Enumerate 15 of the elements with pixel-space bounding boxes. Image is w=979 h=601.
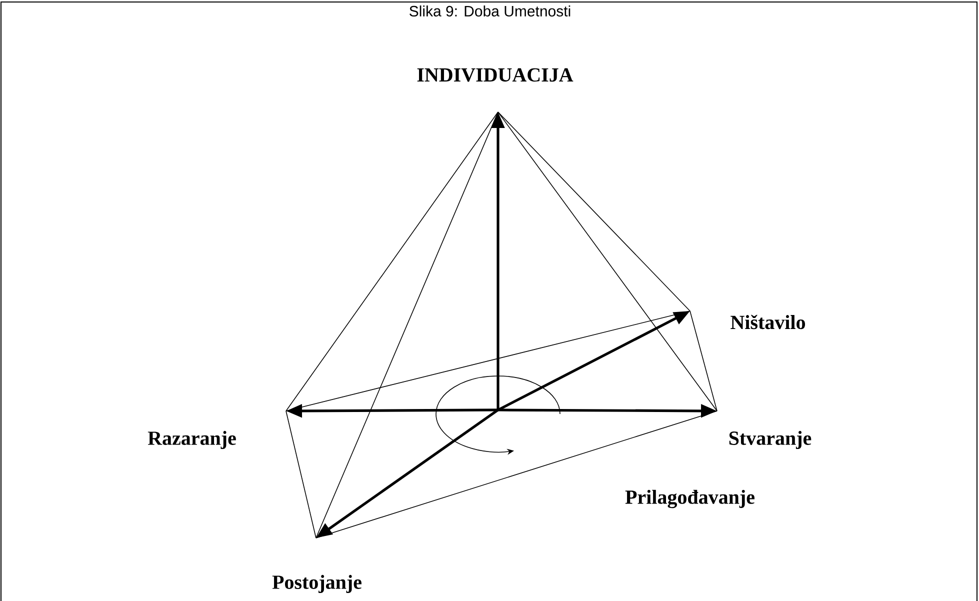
line (286, 410, 316, 538)
line (316, 112, 498, 538)
line (286, 112, 498, 412)
axis-label: Ništavilo (730, 314, 806, 330)
title: Slika 9: Doba Umetnosti (410, 5, 570, 16)
axis-label: Razaranje (148, 430, 236, 450)
line (286, 310, 690, 412)
line (498, 112, 718, 412)
line (690, 310, 718, 412)
axis-label: Stvaranje (729, 430, 812, 450)
axis-label: INDIVIDUACIJA (417, 68, 574, 82)
axis-label: Postojanje (272, 574, 362, 594)
line (498, 112, 690, 312)
line (316, 410, 718, 538)
rotation-label: Prilagođavanje (625, 490, 754, 508)
